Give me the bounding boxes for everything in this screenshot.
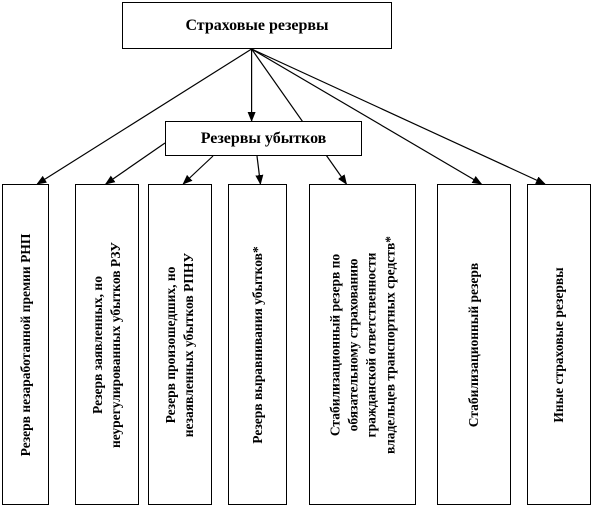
losses-reserves-box: Резервы убытков — [165, 121, 362, 156]
leaf-line: незаявленных убытков РПНУ — [181, 252, 196, 437]
root-label: Страховые резервы — [185, 16, 329, 34]
arrow-root-to-leaf-5 — [251, 48, 483, 185]
leaf-line: Резерв выравнивания убытков* — [249, 245, 265, 444]
leaf-line: владельцев транспортных средств* — [381, 235, 397, 454]
arrow-root-to-leaf-0 — [36, 48, 252, 185]
leaf-text: Резерв незаработанной премии РНП — [16, 233, 34, 456]
leaf-line: Стабилизационный резерв — [465, 262, 481, 427]
leaf-box-rzu: Резерв заявленных, но неурегулированных … — [75, 184, 139, 505]
leaf-box-rpnu: Резерв произошедших, но незаявленных убы… — [148, 184, 212, 505]
losses-reserves-label: Резервы убытков — [200, 129, 327, 147]
leaf-text: Резерв произошедших, но незаявленных убы… — [162, 252, 198, 436]
leaf-text: Иные страховые резервы — [550, 267, 568, 422]
leaf-line: неурегулированных убытков РЗУ — [108, 241, 123, 448]
leaf-box-rnp: Резерв незаработанной премии РНП — [2, 184, 49, 505]
leaf-line: обязательному страхованию — [345, 258, 361, 431]
leaf-text: Резерв заявленных, но неурегулированных … — [89, 241, 125, 447]
arrow-root-to-leaf-4 — [251, 48, 348, 185]
leaf-text: Стабилизационный резерв по обязательному… — [326, 236, 399, 454]
leaf-line: Стабилизационный резерв по — [327, 253, 343, 436]
leaf-line: Резерв произошедших, но — [162, 266, 178, 423]
leaf-line: гражданской ответственности — [363, 252, 379, 437]
arrow-root-to-leaf-6 — [251, 48, 546, 185]
leaf-box-osago-stabilization: Стабилизационный резерв по обязательному… — [309, 184, 416, 505]
root-box: Страховые резервы — [122, 2, 392, 49]
leaf-line: Резерв незаработанной премии РНП — [17, 233, 33, 456]
leaf-text: Резерв выравнивания убытков* — [248, 246, 266, 443]
leaf-box-equalization: Резерв выравнивания убытков* — [228, 184, 287, 505]
arrow-mid-to-leaf-3 — [255, 155, 264, 185]
arrow-mid-to-leaf-2 — [182, 155, 214, 185]
leaf-box-other: Иные страховые резервы — [527, 184, 591, 505]
leaf-box-stabilization: Стабилизационный резерв — [437, 184, 511, 505]
leaf-text: Стабилизационный резерв — [465, 262, 483, 426]
leaf-line: Резерв заявленных, но — [89, 275, 105, 414]
arrow-mid-to-leaf-1 — [104, 142, 166, 185]
leaf-line: Иные страховые резервы — [550, 266, 566, 423]
